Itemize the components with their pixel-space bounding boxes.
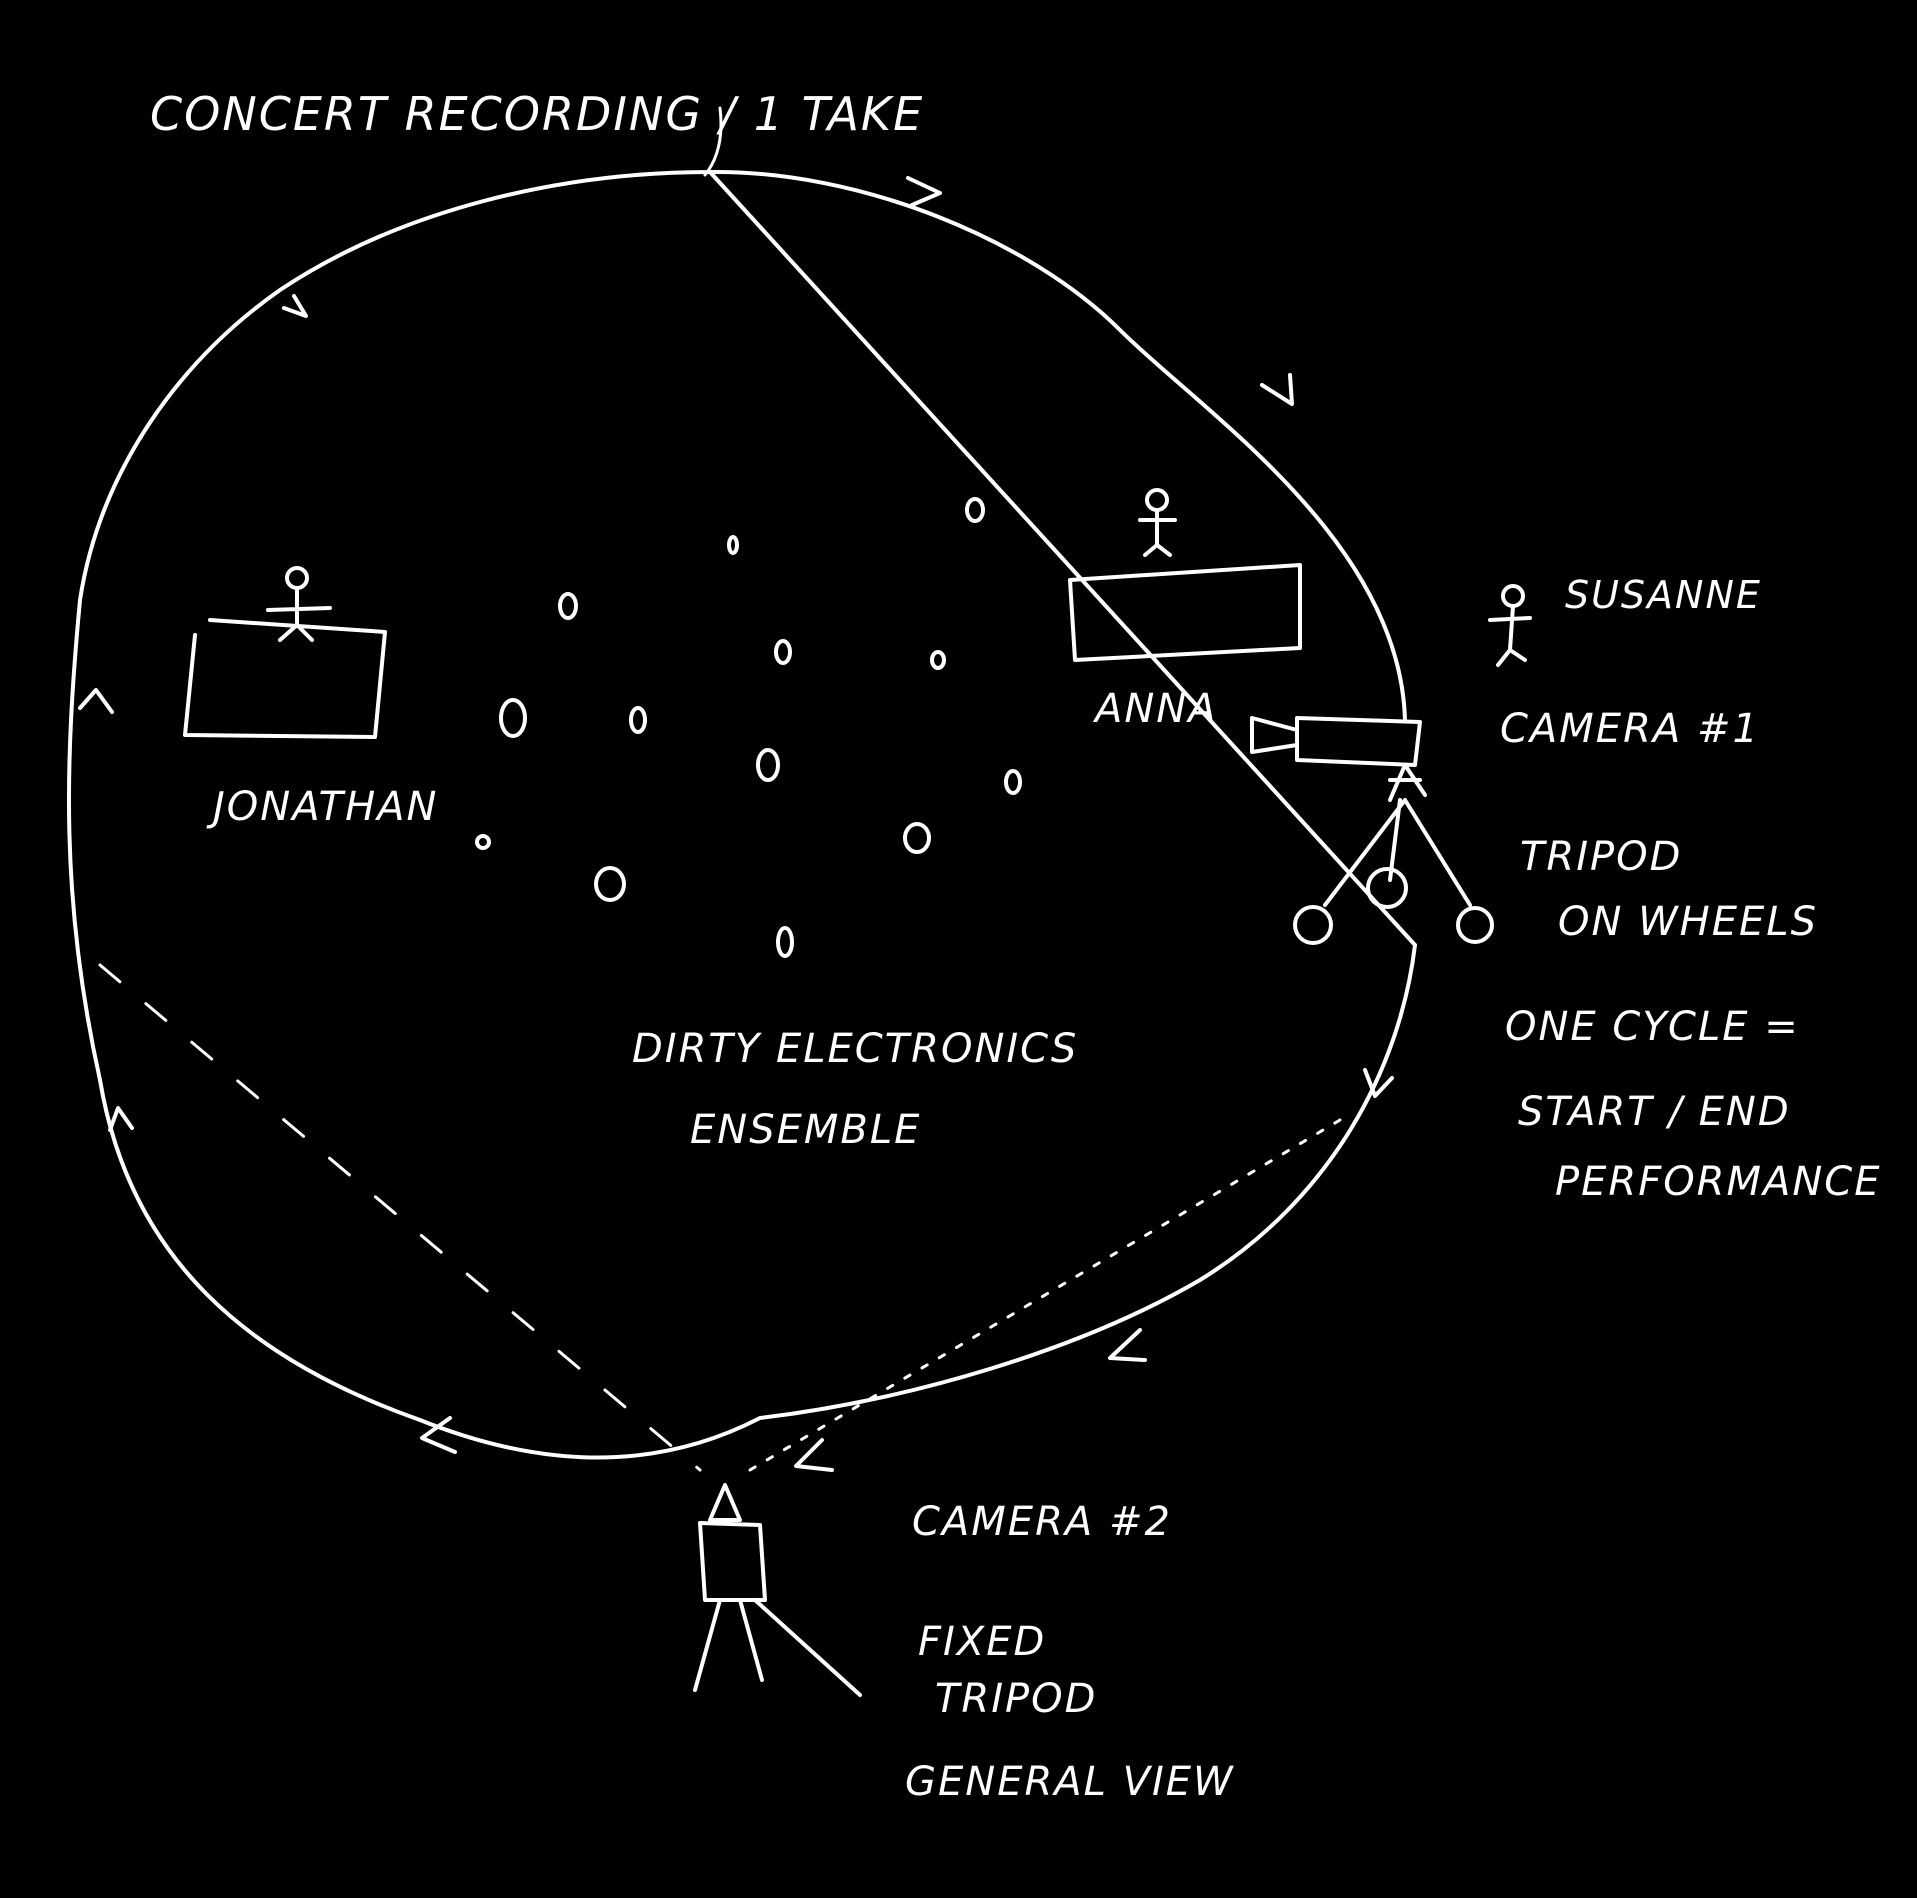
- diagram-title: CONCERT RECORDING / 1 TAKE: [150, 87, 924, 141]
- camera1-mount-line1: TRIPOD: [1520, 834, 1682, 880]
- ensemble-member: [776, 926, 794, 958]
- ensemble-member: [558, 592, 578, 620]
- path-arrow-upper-right: [1260, 373, 1294, 406]
- camera2-icon: [698, 1483, 767, 1602]
- camera1-icon: [1250, 716, 1422, 767]
- ensemble-members: [475, 497, 1022, 958]
- path-arrow-bottom-right: [1108, 1328, 1147, 1362]
- ensemble-member: [594, 866, 626, 902]
- camera2-fov-left: [98, 963, 702, 1472]
- path-arrow-left: [78, 688, 114, 714]
- susanne-label: SUSANNE: [1565, 573, 1762, 617]
- camera2-fov-right: [748, 1118, 1342, 1472]
- ensemble-member: [727, 535, 739, 555]
- path-arrow-bottom: [794, 1438, 834, 1472]
- camera2-view: GENERAL VIEW: [905, 1759, 1235, 1805]
- ensemble-member: [499, 698, 527, 738]
- ensemble-member: [930, 650, 946, 670]
- susanne-figure-icon: [1488, 584, 1532, 667]
- camera2-mount-line2: TRIPOD: [935, 1676, 1097, 1722]
- jonathan-table: [183, 618, 387, 739]
- camera2-label: CAMERA #2: [912, 1499, 1172, 1545]
- jonathan-label: JONATHAN: [206, 784, 438, 830]
- path-arrow-upper-left: [282, 294, 308, 318]
- camera1-cycle-line2: START / END: [1518, 1089, 1791, 1135]
- path-arrow-bottom-left: [420, 1416, 457, 1454]
- camera2-tripod-icon: [693, 1598, 862, 1697]
- camera2-mount-line1: FIXED: [918, 1619, 1046, 1665]
- anna-table: [1068, 563, 1302, 662]
- anna-figure-icon: [1138, 488, 1177, 557]
- ensemble-member: [475, 834, 491, 850]
- camera1-cycle-line3: PERFORMANCE: [1555, 1159, 1881, 1205]
- ensemble-member: [965, 497, 985, 523]
- path-arrow-top: [906, 176, 942, 207]
- path-arrow-lower-right: [1363, 1068, 1394, 1098]
- ensemble-member: [774, 639, 792, 665]
- camera1-label: CAMERA #1: [1500, 706, 1760, 752]
- ensemble-member: [756, 748, 780, 782]
- ensemble-label-line1: DIRTY ELECTRONICS: [632, 1026, 1078, 1072]
- ensemble-member: [903, 822, 931, 854]
- path-arrow-lower-left: [108, 1106, 134, 1132]
- camera1-tripod-icon: [1293, 763, 1494, 945]
- ensemble-member: [629, 706, 647, 734]
- camera-path-loop: [66, 169, 1417, 1460]
- ensemble-label-line2: ENSEMBLE: [690, 1107, 921, 1153]
- jonathan-figure-icon: [266, 566, 332, 642]
- camera1-mount-line2: ON WHEELS: [1558, 899, 1818, 945]
- camera1-cycle-line1: ONE CYCLE =: [1505, 1004, 1800, 1050]
- ensemble-member: [1004, 769, 1022, 795]
- anna-label: ANNA: [1092, 686, 1218, 732]
